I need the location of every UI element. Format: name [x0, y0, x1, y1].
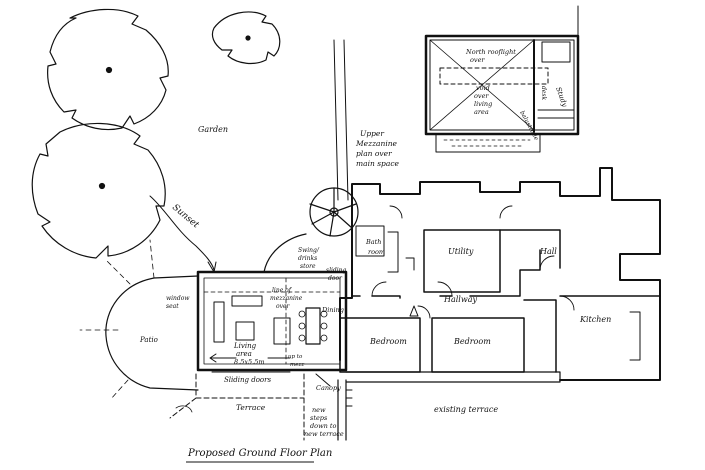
- void-label-1: void: [476, 84, 490, 92]
- upper-mezzanine-label-1: Upper: [360, 129, 384, 138]
- hall-label: Hall: [539, 247, 557, 256]
- upper-mezzanine-label-2: Mezzanine: [355, 139, 398, 148]
- tree-top-center: [211, 11, 281, 65]
- sliding-door-label-1: sliding: [326, 267, 347, 274]
- hallway-label: Hallway: [443, 295, 477, 304]
- canopy-label: Canopy: [316, 384, 341, 392]
- sunset-arrow: [149, 195, 215, 271]
- kitchen-label: Kitchen: [579, 315, 611, 324]
- up-to-mezz-label-2: mezz: [290, 362, 304, 368]
- terrace-outline: [169, 373, 305, 441]
- upper-mezzanine-label-3: plan over: [356, 149, 392, 158]
- spiral-stair: [309, 187, 359, 237]
- window-seat-label-2: seat: [166, 303, 179, 310]
- garden-label: Garden: [198, 125, 228, 134]
- north-rooflight-label-1: North rooflight: [465, 48, 516, 56]
- study-label: Study: [554, 86, 569, 109]
- desk-label: desk: [540, 86, 547, 100]
- void-label-4: area: [474, 108, 489, 116]
- balustrade-label: balustrade: [518, 110, 540, 142]
- swing-store-label-2: drinks: [298, 255, 317, 262]
- existing-terrace-label: existing terrace: [434, 405, 498, 414]
- void-label-3: living: [474, 100, 492, 108]
- new-steps-label-2: steps: [310, 414, 328, 422]
- swing-store-label-1: Swing/: [298, 247, 320, 254]
- new-extension: [196, 270, 348, 373]
- upper-mezzanine-label-4: main space: [356, 159, 400, 168]
- dining-label: Dining: [321, 306, 344, 314]
- door-swings: [371, 205, 575, 319]
- bath-room-label-1: Bath: [365, 238, 381, 246]
- living-area-label-3: 8.5x5.5m: [234, 358, 265, 366]
- swing-store-label-3: store: [300, 263, 316, 270]
- patio-label: Patio: [139, 336, 158, 344]
- bath-room-label-2: room: [368, 248, 385, 256]
- bedroom-2-label: Bedroom: [453, 337, 491, 346]
- new-steps-label-3: down to: [310, 422, 337, 430]
- living-area-label-2: area: [236, 350, 252, 358]
- line-of-mezz-label-2: mezzanine: [270, 295, 303, 302]
- bedroom-1-label: Bedroom: [369, 337, 407, 346]
- void-label-2: over: [474, 92, 489, 100]
- terrace-label: Terrace: [236, 403, 266, 412]
- new-steps-label-4: new terrace: [304, 430, 344, 438]
- sliding-door-label-2: door: [328, 275, 343, 282]
- line-of-mezz-label-1: line of: [272, 287, 293, 294]
- utility-label: Utility: [448, 247, 474, 256]
- patio-outline: [105, 275, 199, 391]
- plan-title: Proposed Ground Floor Plan: [187, 448, 332, 459]
- window-seat-label-1: window: [166, 295, 190, 302]
- sliding-doors-label: Sliding doors: [224, 376, 271, 384]
- tree-bottom-left: [31, 122, 166, 259]
- up-to-mezz-label-1: up to: [288, 354, 303, 360]
- tree-top-left: [47, 8, 169, 131]
- north-rooflight-label-2: over: [470, 56, 485, 64]
- mezzanine-inset: [424, 5, 580, 153]
- living-area-label-1: Living: [233, 342, 257, 350]
- sunset-label: Sunset: [170, 203, 201, 231]
- new-steps-label-1: new: [312, 406, 326, 414]
- existing-house-walls: [339, 167, 661, 383]
- line-of-mezz-label-3: over: [276, 303, 291, 310]
